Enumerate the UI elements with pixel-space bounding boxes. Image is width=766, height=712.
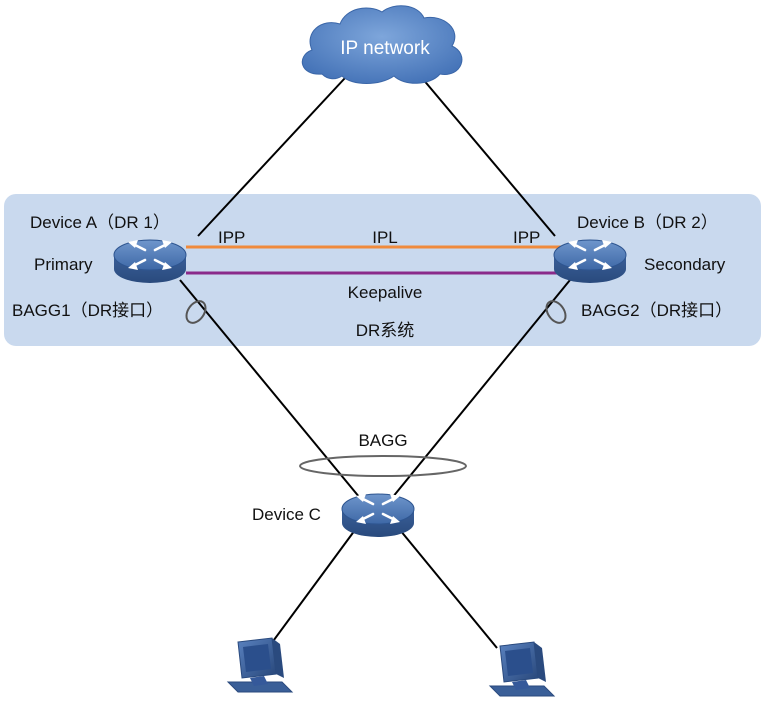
device-c-name: Device C	[252, 505, 321, 524]
ipl-label: IPL	[372, 228, 398, 247]
device-a-ipp-label: IPP	[218, 228, 245, 247]
ip-network-cloud	[301, 5, 463, 84]
device-b-bagg-label: BAGG2（DR接口）	[581, 301, 732, 320]
link-a-to-network	[197, 77, 346, 237]
device-c-switch-icon	[340, 492, 416, 539]
device-c-bagg-label: BAGG	[358, 431, 407, 450]
device-b-name: Device B（DR 2）	[577, 213, 718, 232]
link-b-to-c	[391, 279, 571, 499]
bagg1-ring	[185, 300, 207, 324]
dr-system-zone	[4, 194, 761, 346]
link-c-to-pc-right	[399, 529, 498, 649]
device-b-role: Secondary	[644, 255, 726, 274]
bagg2-ring	[545, 300, 567, 324]
link-b-to-network	[421, 77, 556, 237]
ip-network-label: IP network	[340, 38, 430, 59]
pc-left-icon	[227, 637, 293, 693]
device-a-switch-icon	[112, 238, 188, 285]
device-b-ipp-label: IPP	[513, 228, 540, 247]
dr-system-label: DR系统	[356, 321, 415, 340]
link-a-to-c	[179, 279, 361, 499]
pc-right-icon	[489, 641, 555, 697]
bagg-ring	[299, 455, 467, 477]
link-c-to-pc-left	[267, 529, 356, 649]
keepalive-label: Keepalive	[348, 283, 423, 302]
device-a-bagg-label: BAGG1（DR接口）	[12, 301, 163, 320]
device-a-name: Device A（DR 1）	[30, 213, 170, 232]
device-b-switch-icon	[552, 238, 628, 285]
device-a-role: Primary	[34, 255, 93, 274]
